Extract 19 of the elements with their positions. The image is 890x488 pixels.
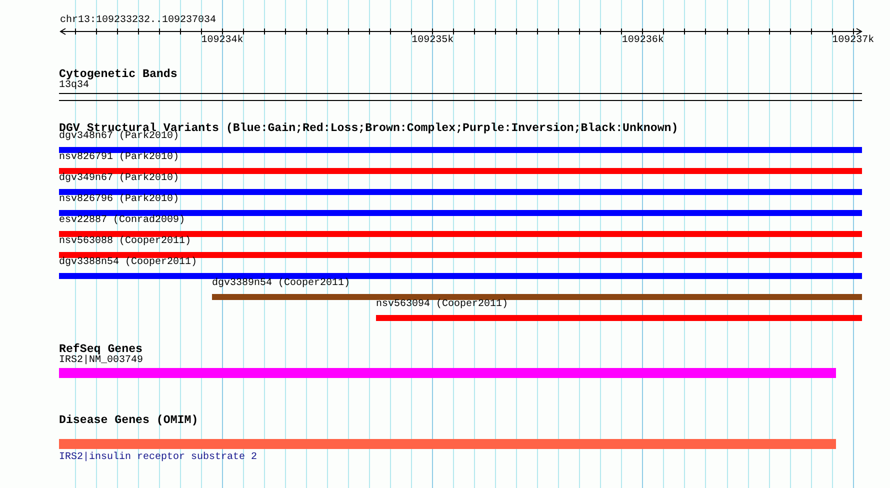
feature-label: nsv563094 (Cooper2011) bbox=[376, 299, 508, 311]
feature-label: dgv3388n54 (Cooper2011) bbox=[59, 257, 198, 269]
feature-label: IRS2|insulin receptor substrate 2 bbox=[59, 452, 258, 464]
tick-label: 109236k bbox=[622, 35, 664, 47]
feature-label: IRS2|NM_003749 bbox=[59, 355, 144, 367]
feature-label: nsv563088 (Cooper2011) bbox=[59, 236, 192, 248]
tick-label: 109235k bbox=[412, 35, 454, 47]
track-title: Disease Genes (OMIM) bbox=[59, 414, 198, 426]
feature-label: nsv826791 (Park2010) bbox=[59, 152, 180, 164]
tick-label: 109234k bbox=[201, 35, 244, 47]
track-title: Cytogenetic Bands bbox=[59, 68, 178, 80]
tick-label: 109237k bbox=[832, 35, 874, 47]
feature-label: nsv826796 (Park2010) bbox=[59, 194, 180, 206]
track-title: RefSeq Genes bbox=[59, 342, 142, 356]
feature-label: dgv3389n54 (Cooper2011) bbox=[212, 278, 350, 290]
feature-label: dgv349n67 (Park2010) bbox=[59, 173, 180, 185]
feature-label: 13q34 bbox=[59, 80, 90, 92]
coordinate-label: chr13:109233232..109237034 bbox=[60, 15, 216, 27]
feature-label: esv22887 (Conrad2009) bbox=[59, 215, 186, 227]
